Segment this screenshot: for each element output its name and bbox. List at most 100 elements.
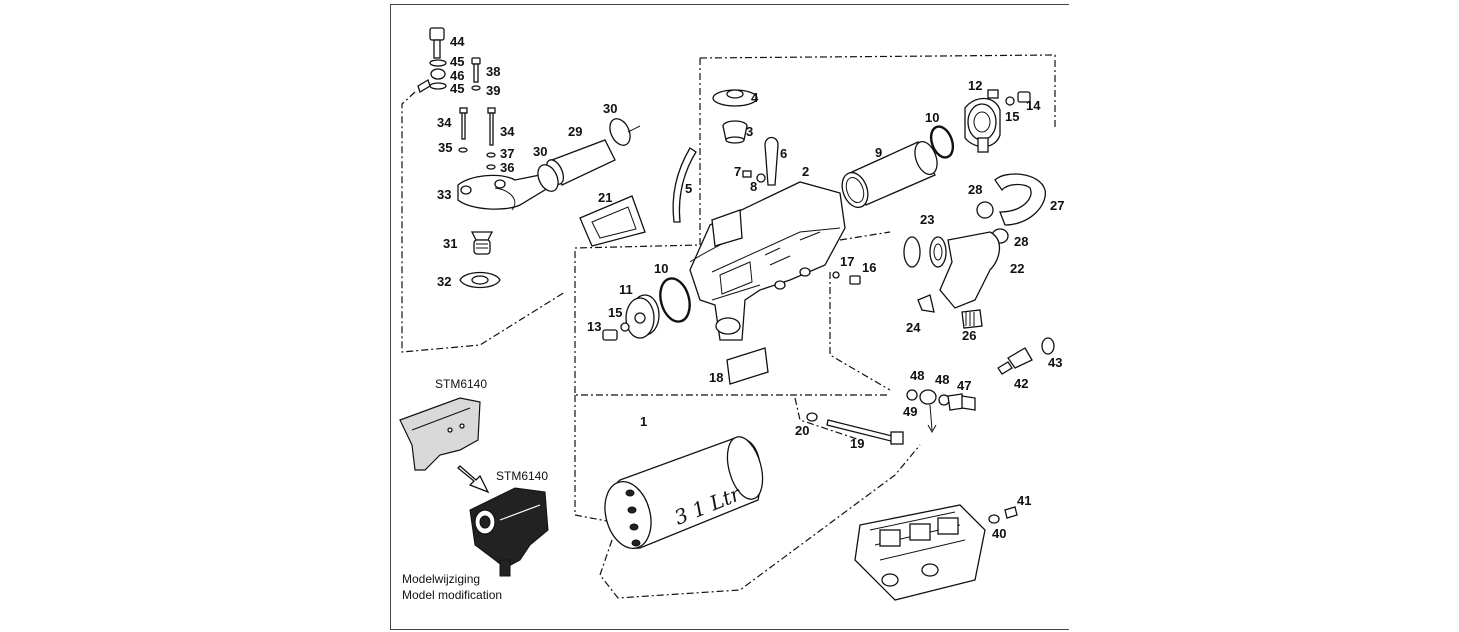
callout-22: 22 bbox=[1010, 261, 1024, 276]
callout-32: 32 bbox=[437, 274, 451, 289]
callout-15-top: 15 bbox=[1005, 109, 1019, 124]
callout-46: 46 bbox=[450, 68, 464, 83]
thermostat-housing-33 bbox=[457, 174, 549, 211]
callout-12: 12 bbox=[968, 78, 982, 93]
callout-19: 19 bbox=[850, 436, 864, 451]
callout-21: 21 bbox=[598, 190, 612, 205]
pressure-cap-4 bbox=[712, 89, 758, 107]
callout-43: 43 bbox=[1048, 355, 1062, 370]
callout-2: 2 bbox=[802, 164, 809, 179]
clamps-28 bbox=[976, 201, 1009, 244]
callout-37: 37 bbox=[500, 146, 514, 161]
o-ring-10-left bbox=[659, 277, 691, 323]
callout-40: 40 bbox=[992, 526, 1006, 541]
callout-27: 27 bbox=[1050, 198, 1064, 213]
callout-30-top: 30 bbox=[603, 101, 617, 116]
callout-1: 1 bbox=[640, 414, 647, 429]
callout-33: 33 bbox=[437, 187, 451, 202]
end-cover-11 bbox=[625, 294, 660, 339]
new-model-housing bbox=[469, 487, 549, 577]
callout-9: 9 bbox=[875, 145, 882, 160]
hose-5 bbox=[672, 147, 697, 223]
banjo-bolt-44 bbox=[417, 27, 447, 93]
callout-49: 49 bbox=[903, 404, 917, 419]
callout-48-left: 48 bbox=[910, 368, 924, 383]
bolts-16-17 bbox=[832, 271, 861, 285]
callout-26: 26 bbox=[962, 328, 976, 343]
sender-42 bbox=[997, 347, 1033, 375]
expansion-tank-2 bbox=[689, 181, 846, 341]
tank-31-ltr bbox=[604, 436, 764, 549]
plate-18 bbox=[726, 347, 769, 385]
o-ring-10-top bbox=[929, 125, 955, 159]
bolt-38 bbox=[471, 57, 481, 91]
callout-45-lower: 45 bbox=[450, 81, 464, 96]
callout-28-top: 28 bbox=[968, 182, 982, 197]
model-code-old: STM6140 bbox=[435, 377, 487, 391]
callout-20: 20 bbox=[795, 423, 809, 438]
model-code-new: STM6140 bbox=[496, 469, 548, 483]
callout-48-right: 48 bbox=[935, 372, 949, 387]
callout-3: 3 bbox=[746, 124, 753, 139]
callout-34-right: 34 bbox=[500, 124, 515, 139]
callout-24: 24 bbox=[906, 320, 921, 335]
caption-dutch: Modelwijziging bbox=[402, 572, 480, 586]
callout-34-left: 34 bbox=[437, 115, 452, 130]
filler-neck-3 bbox=[722, 120, 748, 144]
callout-13: 13 bbox=[587, 319, 601, 334]
callout-28-lower: 28 bbox=[1014, 234, 1028, 249]
callout-10-top: 10 bbox=[925, 110, 939, 125]
callout-38: 38 bbox=[486, 64, 500, 79]
gasket-21 bbox=[579, 195, 646, 247]
end-cover-12 bbox=[964, 89, 1001, 153]
callout-16: 16 bbox=[862, 260, 876, 275]
bolts-40-41 bbox=[988, 506, 1018, 524]
thermostat-31 bbox=[470, 231, 494, 255]
callout-6: 6 bbox=[780, 146, 787, 161]
callout-11: 11 bbox=[619, 282, 633, 297]
callout-31: 31 bbox=[443, 236, 457, 251]
callout-36: 36 bbox=[500, 160, 514, 175]
callout-15-left: 15 bbox=[608, 305, 622, 320]
cylinder-head bbox=[854, 504, 986, 601]
callout-4: 4 bbox=[751, 90, 759, 105]
callout-10-left: 10 bbox=[654, 261, 668, 276]
callout-42: 42 bbox=[1014, 376, 1028, 391]
callout-47: 47 bbox=[957, 378, 971, 393]
callout-44: 44 bbox=[450, 34, 465, 49]
old-model-housing bbox=[399, 397, 481, 471]
callout-8: 8 bbox=[750, 179, 757, 194]
callout-14: 14 bbox=[1026, 98, 1041, 113]
callout-45: 45 bbox=[450, 54, 464, 69]
callout-29: 29 bbox=[568, 124, 582, 139]
clamp-6 bbox=[764, 136, 779, 186]
diagram-frame bbox=[390, 4, 1069, 630]
exhaust-pipe-22 bbox=[939, 231, 1001, 309]
bolts-14-15 bbox=[1005, 91, 1031, 106]
bolts-13-15 bbox=[602, 322, 630, 341]
callout-35: 35 bbox=[438, 140, 452, 155]
callout-5: 5 bbox=[685, 181, 692, 196]
callout-7: 7 bbox=[734, 164, 741, 179]
callout-23: 23 bbox=[920, 212, 934, 227]
callout-41: 41 bbox=[1017, 493, 1031, 508]
washer-43 bbox=[1041, 337, 1055, 355]
modification-arrow bbox=[457, 465, 490, 494]
callout-18: 18 bbox=[709, 370, 723, 385]
gaskets-23 bbox=[903, 236, 947, 268]
callout-39: 39 bbox=[486, 83, 500, 98]
bolts-34 bbox=[458, 107, 496, 170]
hose-27 bbox=[994, 173, 1046, 226]
assembly-dash-lines bbox=[401, 54, 1056, 599]
plug-26 bbox=[961, 309, 983, 329]
bolt-7-8 bbox=[742, 170, 766, 183]
bolt-19 bbox=[806, 412, 904, 445]
bracket-24 bbox=[917, 294, 935, 313]
caption-english: Model modification bbox=[402, 588, 502, 602]
banjo-48-49 bbox=[906, 389, 976, 434]
callout-numbers: 44 45 46 45 38 39 34 34 35 37 36 33 31 3… bbox=[437, 34, 1064, 541]
heat-exchanger-9 bbox=[841, 141, 938, 209]
hose-29-30 bbox=[537, 118, 641, 192]
gasket-32 bbox=[459, 271, 501, 289]
